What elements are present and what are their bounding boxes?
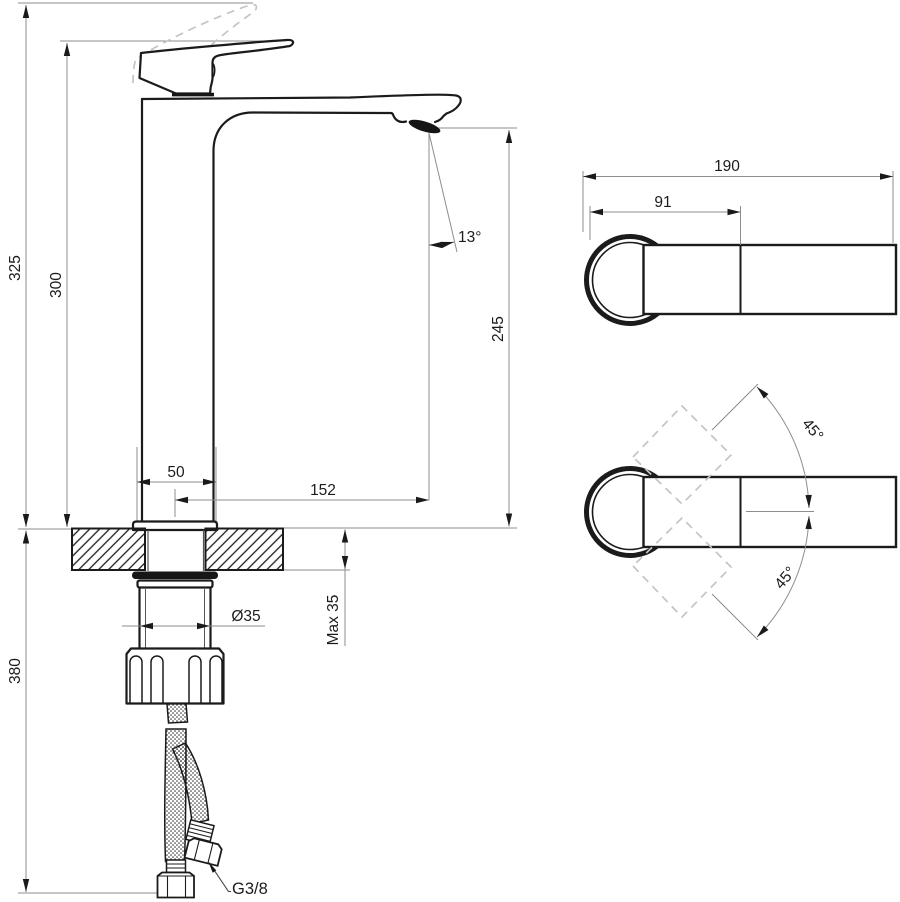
- handle: [138, 38, 295, 95]
- dim-label-spout-height: 245: [490, 316, 507, 342]
- extension-lines: [18, 2, 517, 894]
- dim-label-height-overall: 300: [48, 272, 65, 298]
- handle-pivot-bump: [211, 62, 216, 79]
- dim-arc-swivel-up: [756, 386, 812, 509]
- top-extension-lines: [582, 171, 894, 245]
- dim-label-body-length: 91: [654, 194, 671, 211]
- thread-leader-arrow: [208, 862, 217, 873]
- side-view: 325 300 380 50 152 245 13° Ø35 Max 35 G3…: [7, 2, 517, 899]
- dim-arc-stream-angle: [428, 241, 455, 249]
- dim-label-swivel-up: 45°: [798, 416, 826, 445]
- threaded-shank: [138, 586, 212, 650]
- countertop-section: [71, 527, 284, 571]
- stream-reference-lines: [428, 132, 458, 500]
- mounting-washer: [132, 571, 218, 579]
- thread-leader-line: [208, 862, 231, 893]
- dim-label-overall-length: 190: [714, 158, 740, 175]
- hose-stub: [166, 702, 189, 724]
- dim-label-shank-diameter: Ø35: [231, 608, 260, 625]
- dim-label-swivel-down: 45°: [772, 564, 800, 593]
- mounting-ring: [136, 579, 214, 589]
- spout-top-profile: [140, 93, 462, 124]
- shank-through-hole: [147, 530, 205, 571]
- handle-top-outline: [642, 243, 898, 316]
- dim-label-height-below: 380: [7, 658, 24, 684]
- top-view-swivel: 45° 45°: [584, 383, 898, 641]
- top-view-straight: 190 91: [582, 158, 898, 326]
- dim-label-base-width: 50: [167, 464, 185, 481]
- hose-nut-right: [183, 837, 223, 867]
- hose-nut-left: [156, 871, 195, 899]
- handle-ghost-up-45: [631, 404, 733, 506]
- dim-arc-swivel-down: [756, 515, 812, 638]
- dim-label-stream-angle: 13°: [458, 229, 481, 246]
- mounting-flange: [131, 520, 219, 532]
- dim-label-height-total: 325: [7, 255, 24, 281]
- handle-ghost-down-45: [631, 516, 733, 619]
- swivel-reference-lines: [711, 383, 814, 641]
- supply-hose-left: [163, 728, 187, 863]
- dim-label-spout-reach: 152: [310, 482, 336, 499]
- mounting-nut: [125, 647, 225, 705]
- spout-underside-profile: [212, 111, 408, 523]
- spout-outlet: [408, 119, 441, 134]
- dim-label-hose-thread: G3/8: [232, 880, 268, 898]
- dim-label-max-deck: Max 35: [325, 595, 342, 646]
